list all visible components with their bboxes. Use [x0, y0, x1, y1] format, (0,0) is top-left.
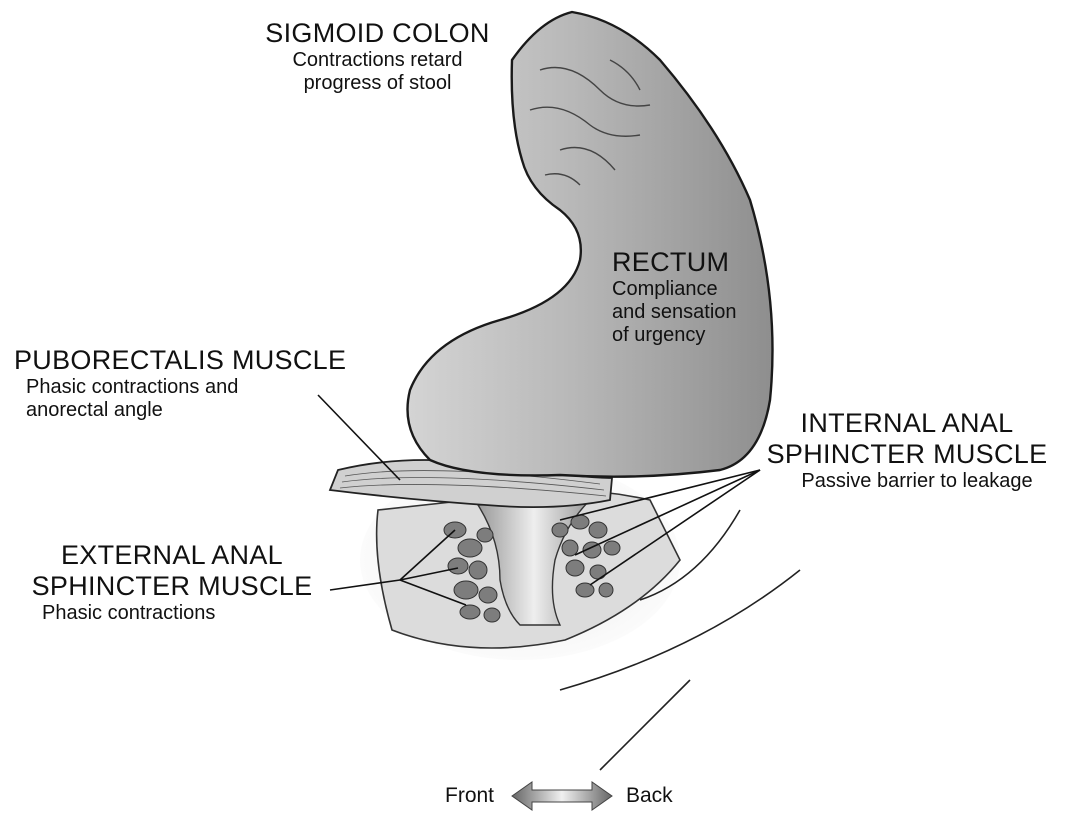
label-puborectalis-muscle: PUBORECTALIS MUSCLE Phasic contractions …	[14, 345, 346, 422]
orientation-front: Front	[445, 784, 494, 808]
rectum-desc-2: and sensation	[612, 301, 737, 324]
puborectalis-desc-2: anorectal angle	[26, 399, 346, 422]
puborectalis-desc-1: Phasic contractions and	[26, 376, 346, 399]
label-internal-anal-sphincter: INTERNAL ANAL SPHINCTER MUSCLE Passive b…	[752, 408, 1062, 493]
orientation-back: Back	[626, 784, 673, 808]
rectum-desc-3: of urgency	[612, 324, 737, 347]
puborectalis-title: PUBORECTALIS MUSCLE	[14, 345, 346, 376]
sigmoid-desc-2: progress of stool	[250, 72, 505, 95]
sigmoid-title: SIGMOID COLON	[250, 18, 505, 49]
rectum-title: RECTUM	[612, 247, 737, 278]
rectum-desc-1: Compliance	[612, 278, 737, 301]
external-desc: Phasic contractions	[42, 602, 332, 625]
label-external-anal-sphincter: EXTERNAL ANAL SPHINCTER MUSCLE Phasic co…	[12, 540, 332, 625]
label-sigmoid-colon: SIGMOID COLON Contractions retard progre…	[250, 18, 505, 95]
internal-desc: Passive barrier to leakage	[772, 470, 1062, 493]
external-title-2: SPHINCTER MUSCLE	[12, 571, 332, 602]
external-title-1: EXTERNAL ANAL	[12, 540, 332, 571]
label-rectum: RECTUM Compliance and sensation of urgen…	[612, 247, 737, 347]
front-back-arrow	[512, 782, 612, 810]
internal-title-1: INTERNAL ANAL	[752, 408, 1062, 439]
internal-title-2: SPHINCTER MUSCLE	[752, 439, 1062, 470]
sigmoid-desc-1: Contractions retard	[250, 49, 505, 72]
